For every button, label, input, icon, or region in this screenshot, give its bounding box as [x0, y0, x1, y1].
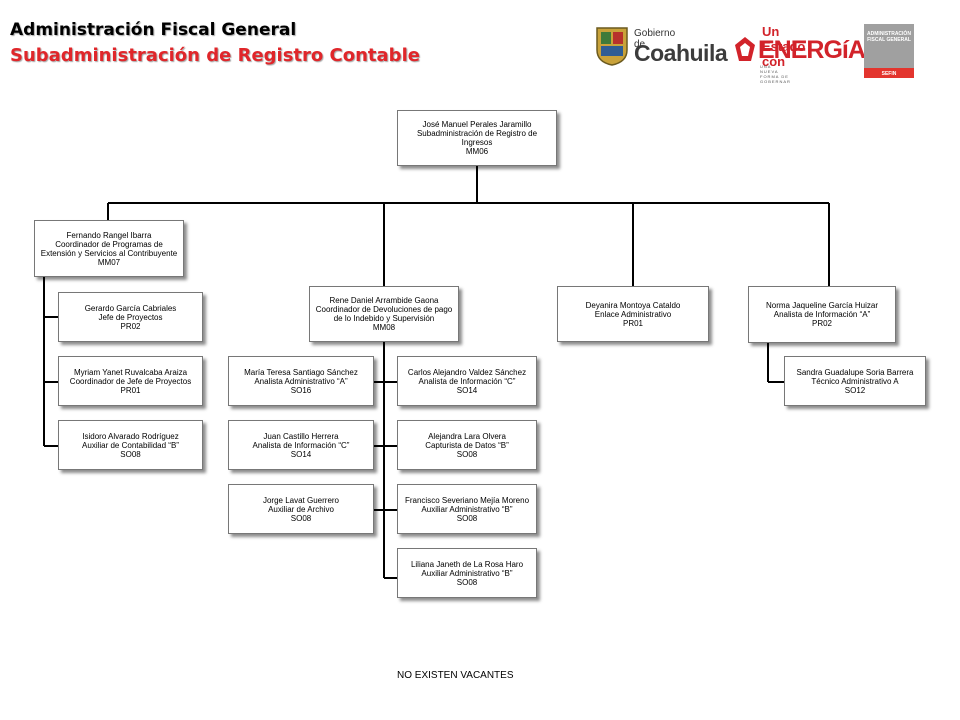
node-name: José Manuel Perales Jaramillo — [422, 120, 532, 129]
node-name: Juan Castillo Herrera — [263, 431, 339, 441]
energia-logo-text: ENERGíA — [758, 36, 866, 64]
node-title: Coordinador de Programas de Extensión y … — [40, 239, 178, 258]
energia-logo-small-text: Un Estado con — [762, 24, 806, 69]
node-name: María Teresa Santiago Sánchez — [244, 367, 358, 377]
node-title: Auxiliar de Archivo — [268, 504, 334, 514]
org-node-alejandra: Alejandra Lara Olvera Capturista de Dato… — [397, 420, 537, 470]
node-title: Auxiliar de Contabilidad “B” — [82, 440, 179, 450]
org-node-norma: Norma Jaqueline García Huizar Analista d… — [748, 286, 896, 343]
node-name: Sandra Guadalupe Soria Barrera — [796, 367, 914, 377]
node-title: Enlace Administrativo — [594, 309, 672, 319]
org-node-liliana: Liliana Janeth de La Rosa Haro Auxiliar … — [397, 548, 537, 598]
node-title: Jefe de Proyectos — [98, 312, 163, 322]
node-code: SO08 — [456, 449, 478, 459]
node-code: MM07 — [97, 257, 121, 267]
node-name: Norma Jaqueline García Huizar — [765, 301, 879, 310]
node-code: SO14 — [456, 385, 478, 395]
node-code: SO08 — [456, 513, 478, 523]
node-title: Auxiliar Administrativo “B” — [421, 568, 513, 578]
node-code: PR02 — [811, 319, 832, 328]
node-name: Carlos Alejandro Valdez Sánchez — [407, 367, 527, 377]
node-name: Isidoro Alvarado Rodríguez — [82, 431, 179, 441]
node-title: Capturista de Datos “B” — [425, 440, 509, 450]
node-name: Deyanira Montoya Cataldo — [585, 300, 681, 310]
org-node-rene: Rene Daniel Arrambide Gaona Coordinador … — [309, 286, 459, 342]
org-node-jorge: Jorge Lavat Guerrero Auxiliar de Archivo… — [228, 484, 374, 534]
afg-logo-line1: ADMINISTRACIÓN — [867, 31, 911, 37]
page-subtitle: Subadministración de Registro Contable — [10, 45, 420, 66]
node-name: Fernando Rangel Ibarra — [66, 230, 152, 240]
energia-logo-tagline: UNA NUEVA FORMA DE GOBERNAR — [760, 64, 791, 84]
energia-star-icon — [735, 37, 755, 61]
org-node-deyanira: Deyanira Montoya Cataldo Enlace Administ… — [557, 286, 709, 342]
org-node-juan: Juan Castillo Herrera Analista de Inform… — [228, 420, 374, 470]
node-name: Jorge Lavat Guerrero — [262, 495, 340, 505]
node-code: MM08 — [372, 323, 396, 332]
coahuila-logo-text: Coahuila — [634, 40, 728, 66]
node-name: Rene Daniel Arrambide Gaona — [329, 296, 439, 305]
node-name: Liliana Janeth de La Rosa Haro — [410, 559, 524, 569]
node-title: Analista Administrativo “A” — [254, 376, 348, 386]
org-node-maria: María Teresa Santiago Sánchez Analista A… — [228, 356, 374, 406]
node-code: SO14 — [290, 449, 312, 459]
org-node-isidoro: Isidoro Alvarado Rodríguez Auxiliar de C… — [58, 420, 203, 470]
node-code: SO12 — [844, 385, 866, 395]
page-title: Administración Fiscal General — [10, 20, 297, 40]
node-name: Alejandra Lara Olvera — [428, 431, 506, 441]
afg-logo-line3: SEFIN — [881, 71, 897, 77]
node-code: SO08 — [120, 449, 141, 459]
org-node-root: José Manuel Perales Jaramillo Subadminis… — [397, 110, 557, 166]
node-name: Francisco Severiano Mejía Moreno — [404, 495, 530, 505]
node-name: Myriam Yanet Ruvalcaba Araiza — [73, 367, 188, 377]
node-code: PR02 — [120, 321, 141, 331]
vacancy-note: NO EXISTEN VACANTES — [397, 670, 514, 681]
afg-logo-badge: ADMINISTRACIÓN FISCAL GENERAL SEFIN — [864, 24, 914, 78]
node-code: PR01 — [120, 385, 141, 395]
node-title: Analista de Información “C” — [418, 376, 516, 386]
node-title: Coordinador de Jefe de Proyectos — [69, 376, 192, 386]
node-title: Coordinador de Devoluciones de pago de l… — [315, 305, 453, 323]
org-node-fernando: Fernando Rangel Ibarra Coordinador de Pr… — [34, 220, 184, 277]
node-code: SO16 — [290, 385, 312, 395]
org-node-carlos: Carlos Alejandro Valdez Sánchez Analista… — [397, 356, 537, 406]
node-title: Analista de Información “A” — [773, 310, 871, 319]
node-name: Gerardo García Cabriales — [84, 303, 177, 313]
node-code: MM06 — [465, 147, 489, 156]
org-node-francisco: Francisco Severiano Mejía Moreno Auxilia… — [397, 484, 537, 534]
org-node-sandra: Sandra Guadalupe Soria Barrera Técnico A… — [784, 356, 926, 406]
coahuila-logo-small-text: Gobierno de — [634, 28, 676, 50]
afg-logo-line2: FISCAL GENERAL — [867, 37, 911, 43]
node-title: Subadministración de Registro de Ingreso… — [416, 129, 538, 147]
node-code: PR01 — [622, 318, 643, 328]
node-title: Analista de Información “C” — [252, 440, 350, 450]
node-title: Auxiliar Administrativo “B” — [421, 504, 513, 514]
org-node-myriam: Myriam Yanet Ruvalcaba Araiza Coordinado… — [58, 356, 203, 406]
coahuila-shield-icon — [596, 27, 628, 66]
node-title: Técnico Administrativo A — [811, 376, 899, 386]
node-code: SO08 — [456, 577, 478, 587]
org-node-gerardo: Gerardo García Cabriales Jefe de Proyect… — [58, 292, 203, 342]
node-code: SO08 — [290, 513, 312, 523]
